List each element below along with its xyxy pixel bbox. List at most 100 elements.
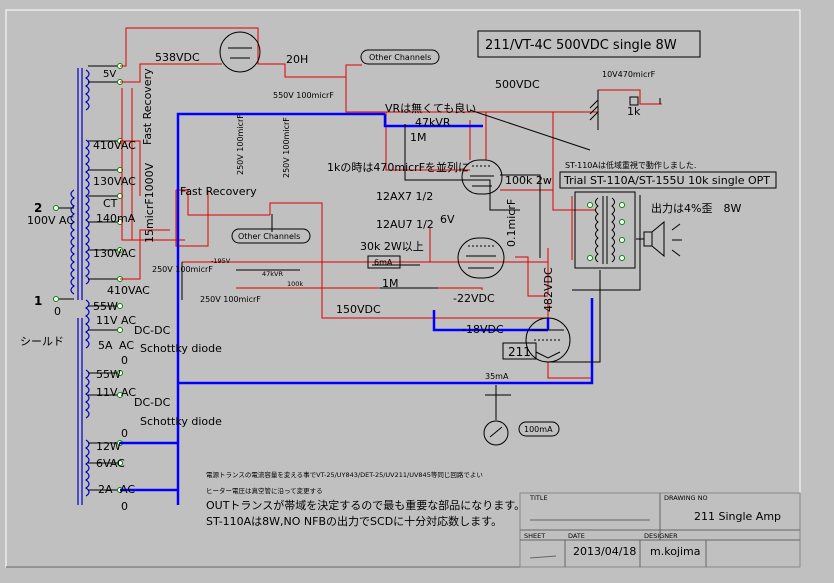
label-1k: 1k [627,105,641,118]
label-100k-2w: 100k 2w [505,174,552,187]
power-transformer [53,68,90,505]
tube-12au7 [457,237,505,279]
meter-100ma [483,420,509,446]
note-jp-2: ヒーター電圧は真空管に沿って変更する [206,486,323,495]
note-jp-3: OUTトランスが帯域を決定するので最も重要な部品になります。 [206,498,525,512]
label-primary-1: 1 [34,294,42,308]
label-130vac-1: 130VAC [93,175,136,188]
label-cap250a: 250V 100micrF [236,114,245,175]
labels: 5V 538VDC 20H 550V 100micrF Other Channe… [20,51,781,558]
label-150vdc: 150VDC [336,303,381,316]
speaker-icon [636,220,682,258]
title-block-designer: m.kojima [650,545,701,558]
label-st-note: ST-110Aは低域重視で動作しました. [565,160,696,170]
label-0-1-micrf: 0.1micrF [505,199,518,247]
label-other-channels-2: Other Channels [238,232,300,241]
title-block-designer-label: DESIGNER [644,532,678,540]
ma100-box [518,421,560,437]
label-35ma: 35mA [485,372,509,381]
label-20h: 20H [286,53,308,66]
label-output-note: 出力は4%歪 8W [651,201,741,215]
label-410vac-1: 410VAC [93,139,136,152]
title-block-sheet-label: SHEET [524,532,545,540]
label-cap15: 15micrF1000V [143,162,156,243]
title-block [519,492,801,568]
label-55w-2: 55W [96,368,121,381]
label-minus-18vdc: -18VDC [462,323,504,336]
label-11v-ac-2: 11V AC [96,386,136,399]
rectifier-tube [219,31,261,73]
note-jp-1: 電源トランスの電流容量を変える事でVT-25/UY843/DET-25/UV21… [206,470,483,479]
label-211: 211 [508,345,531,359]
tube-211 [525,317,571,363]
diagram-title: 211/VT-4C 500VDC single 8W [485,38,677,53]
label-12au7: 12AU7 1/2 [376,218,434,231]
output-transformer [574,191,636,269]
opt-label-box [559,171,777,189]
label-410vac-2: 410VAC [107,284,150,297]
label-cap250c: 250V 100micrF [152,265,213,274]
label-100ma: 100mA [524,425,553,434]
label-1m: 1M [382,277,399,290]
label-6ma: 6mA [374,258,393,267]
label-1m-top: 1M [410,131,427,144]
tube-211-label-box [502,342,537,360]
label-cap250b: 250V 100micrF [282,117,291,178]
label-zero-3: 0 [121,500,128,513]
title-block-drawing-label: DRAWING NO [664,494,708,502]
label-11v-ac-1: 11V AC [96,314,136,327]
label-heater-cap: 10V470micrF [602,70,656,79]
label-5a: 5A [98,339,113,352]
label-ct: CT [103,197,118,210]
tube-12ax7 [461,159,503,195]
label-500vdc: 500VDC [495,78,540,91]
label-fast-recovery-2: Fast Recovery [180,185,257,198]
label-fast-recovery-1: Fast Recovery [141,68,154,145]
label-shield: シールド [20,335,64,348]
label-6v: 6V [440,213,455,226]
label-primary-0: 0 [54,305,61,318]
label-schottky-1: Schottky diode [140,342,222,355]
label-cap550: 550V 100micrF [273,91,334,100]
label-12ax7: 12AX7 1/2 [376,190,433,203]
other-channels-box-2 [231,228,311,244]
title-block-title-label: TITLE [529,494,548,502]
label-vr-note: VRは無くても良い [385,101,476,115]
label-primary-2: 2 [34,201,42,215]
label-482vdc: 482VDC [542,267,555,312]
label-opt: Trial ST-110A/ST-155U 10k single OPT [563,174,770,187]
label-12w: 12W [96,440,121,453]
other-channels-box-1 [360,49,440,65]
label-30k: 30k 2W以上 [360,240,424,253]
title-block-title: 211 Single Amp [694,510,781,523]
label-538vdc: 538VDC [155,51,200,64]
label-140ma: 140mA [96,212,136,225]
label-ac-1: AC [119,339,134,352]
label-dc-dc-2: DC-DC [134,396,171,409]
label-2a: 2A [98,483,113,496]
ground-bus [120,112,594,505]
label-55w-1: 55W [93,300,118,313]
label-zero-2: 0 [121,427,128,440]
label-minus-195v: -195V [211,257,231,265]
label-schottky-2: Schottky diode [140,415,222,428]
label-130vac-2: 130VAC [93,247,136,260]
label-minus-22vdc: -22VDC [453,292,495,305]
label-100v-ac: 100V AC [27,214,74,227]
heater-cap-network [589,90,639,130]
label-47kvr: 47kVR [415,116,451,129]
signal-wiring [181,98,661,420]
label-zero-1: 0 [121,354,128,367]
hv-wiring [120,27,662,379]
label-cap250d: 250V 100micrF [200,295,261,304]
note-jp-4: ST-110Aは8W,NO NFBの出力でSCDに十分対応数します。 [206,514,502,528]
title-block-date-label: DATE [568,532,585,540]
ma6-box [367,255,401,269]
title-box [477,30,701,58]
title-block-date: 2013/04/18 [573,545,636,558]
label-47kvr-2: 47kVR [262,270,283,278]
label-dc-dc-1: DC-DC [134,324,171,337]
label-other-channels-1: Other Channels [369,53,431,62]
label-100k: 100k [287,280,303,288]
